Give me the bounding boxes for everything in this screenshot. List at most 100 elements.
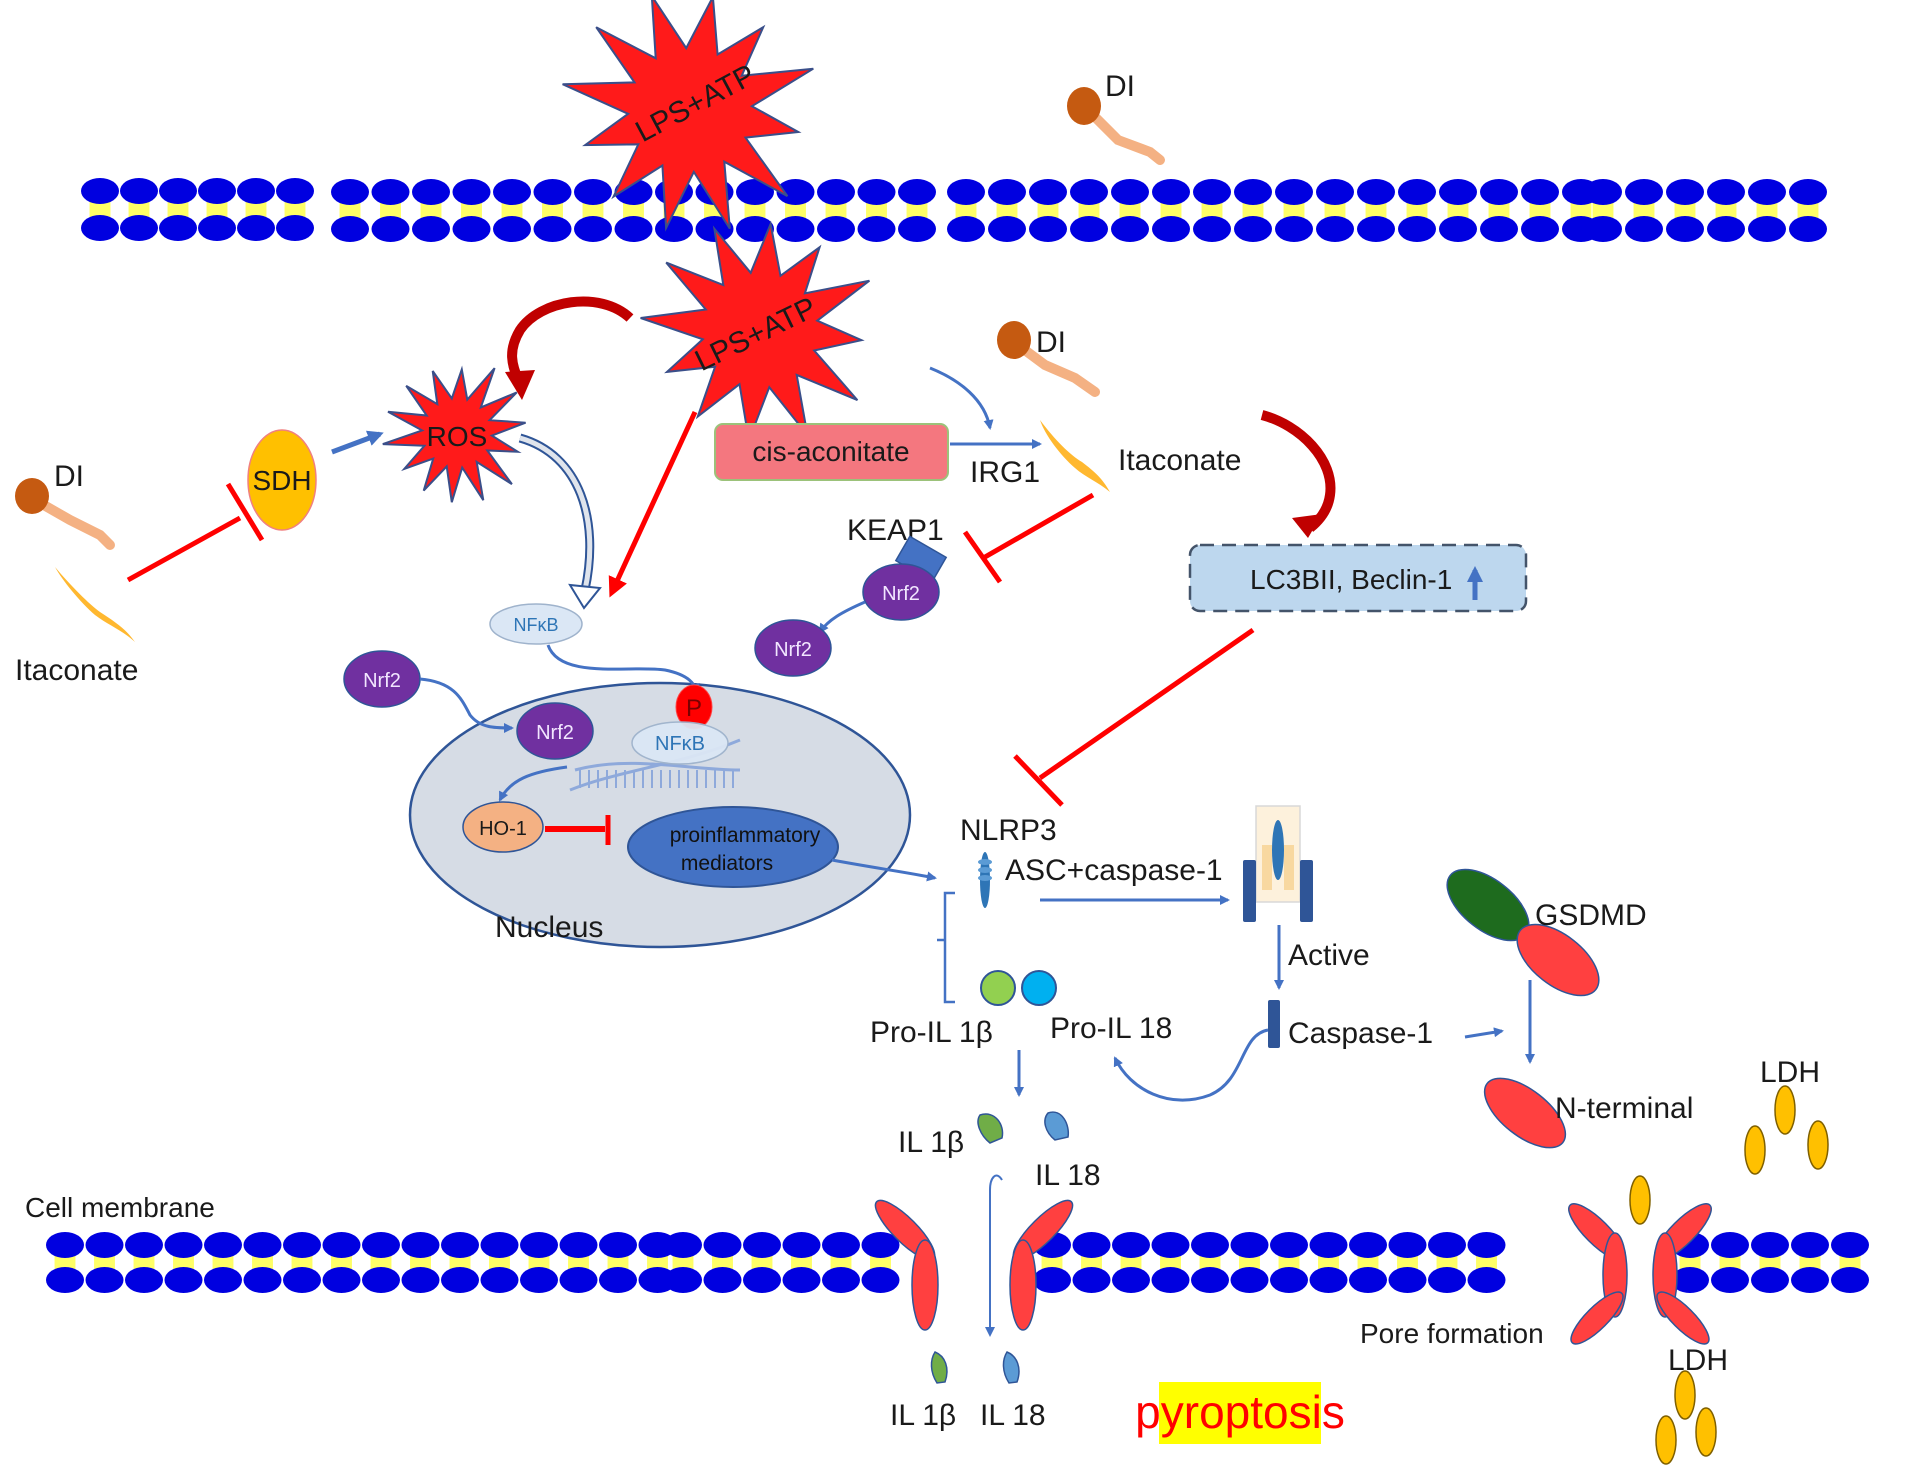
lipid-head: [947, 179, 985, 205]
gsdmd-icon: [1446, 868, 1600, 997]
lipid-head: [1521, 179, 1559, 205]
lipid-head: [1428, 1267, 1466, 1293]
nlrp3-icon: [978, 852, 992, 908]
di-molecule-left: DI: [15, 460, 115, 550]
caspase1-cleaves-gsdmd-arrow: [1464, 1027, 1504, 1039]
lipid-head: [441, 1232, 479, 1258]
di-label-mid: DI: [1036, 326, 1066, 359]
lps-atp-stimulus-outer: LPS+ATP: [562, 0, 814, 232]
lipid-head: [1316, 179, 1354, 205]
ldh-label-bottom: LDH: [1668, 1344, 1728, 1377]
lipid-head: [1831, 1267, 1869, 1293]
lipid-head: [861, 1267, 900, 1293]
lipid-head: [743, 1232, 781, 1258]
lipid-head: [1193, 179, 1231, 205]
lipid-head: [1070, 216, 1108, 242]
lipid-head: [1270, 1232, 1308, 1258]
lipid-head: [120, 215, 158, 241]
lipid-head: [520, 1232, 558, 1258]
nfkb-label: NFκB: [655, 733, 705, 755]
active-label: Active: [1288, 939, 1370, 972]
autophagy-inhibits-nlrp3: [1038, 627, 1255, 781]
nrf2-to-ho1-arrow: [498, 765, 568, 802]
nfkb-translocation-arrow: [546, 644, 700, 694]
lipid-head: [857, 179, 896, 205]
lipid-head: [1791, 1267, 1829, 1293]
ros-to-nfkb-arrow: [518, 433, 595, 591]
di-label-top: DI: [1105, 70, 1135, 103]
lipid-head: [441, 1267, 479, 1293]
lipid-head: [164, 1232, 203, 1258]
lipid-head: [1671, 1267, 1709, 1293]
lipid-head: [736, 216, 774, 242]
lipid-head: [1112, 1232, 1150, 1258]
nrf2-cytoplasmic: Nrf2: [343, 650, 421, 708]
lipid-head: [1349, 1267, 1387, 1293]
lipid-head: [159, 178, 197, 204]
inhibit-bar-nlrp3: [1013, 754, 1064, 807]
lipid-head: [1711, 1267, 1749, 1293]
nfkb-nuclear: NFκB: [631, 721, 729, 765]
lipid-head: [664, 1267, 702, 1293]
phospho-group: P: [675, 684, 713, 730]
lipid-head: [412, 216, 450, 242]
lipid-head: [1270, 1267, 1308, 1293]
cell-membrane-label: Cell membrane: [25, 1192, 215, 1223]
lipid-head: [1152, 179, 1190, 205]
il1b-icon: [977, 1113, 1004, 1144]
lipid-head: [1711, 1232, 1749, 1258]
ho1-label: HO-1: [479, 818, 527, 840]
gsdmd-pore-right: [1568, 1203, 1712, 1345]
lipid-head: [1625, 216, 1663, 242]
lipid-head: [1584, 179, 1622, 205]
itaconate-to-autophagy-arrow: [1260, 410, 1336, 532]
lipid-head: [1480, 216, 1518, 242]
cell-membrane-bottom: [46, 1232, 1869, 1293]
nrf2-nuclear: Nrf2: [516, 702, 594, 760]
lipid-head: [1029, 216, 1067, 242]
pro-il18-icon: [1021, 970, 1057, 1006]
pyroptosis-outcome: pyroptosis: [1135, 1382, 1345, 1444]
nrf2-bound-keap1: Nrf2: [862, 563, 940, 621]
lipid-head: [614, 216, 653, 242]
ros-label: ROS: [427, 421, 488, 452]
lipid-head: [331, 179, 369, 205]
lipid-head: [1112, 1267, 1150, 1293]
il1b-icon-released: [930, 1351, 948, 1384]
di-tail-icon: [30, 495, 115, 550]
lipid-head: [776, 179, 815, 205]
itaconate-icon: [1040, 420, 1110, 492]
lipid-head: [46, 1267, 84, 1293]
pro-il1b-icon: [980, 970, 1016, 1006]
lipid-head: [1751, 1232, 1789, 1258]
ho1-node: HO-1: [462, 801, 544, 853]
caspase1-icon: [1268, 1000, 1280, 1048]
lipid-head: [125, 1232, 163, 1258]
nrf2-label: Nrf2: [363, 670, 401, 692]
lipid-head: [1070, 179, 1108, 205]
lipid-head: [237, 178, 275, 204]
itaconate-to-autophagy-arrowhead: [1292, 514, 1322, 538]
lipid-head: [988, 216, 1026, 242]
di-tail-icon: [1083, 105, 1165, 165]
gsdmd-label: GSDMD: [1535, 899, 1647, 932]
lipid-head: [243, 1267, 282, 1293]
lipid-head: [237, 215, 275, 241]
lipid-head: [159, 215, 197, 241]
lipid-head: [782, 1267, 821, 1293]
lipid-head: [480, 1267, 519, 1293]
itaconate-left: Itaconate: [15, 567, 138, 687]
lipid-head: [1111, 179, 1149, 205]
lipid-head: [243, 1232, 282, 1258]
lipid-head: [1789, 179, 1827, 205]
itaconate-inhibits-sdh: [126, 515, 242, 583]
di-molecule-mid: DI: [997, 321, 1100, 397]
ldh-label-top: LDH: [1760, 1056, 1820, 1089]
lipid-head: [1791, 1232, 1829, 1258]
lps-to-nfkb-arrow: [608, 410, 698, 598]
lipid-head: [493, 179, 531, 205]
lipid-head: [1398, 179, 1436, 205]
lipid-head: [1230, 1232, 1269, 1258]
lipid-head: [988, 179, 1026, 205]
